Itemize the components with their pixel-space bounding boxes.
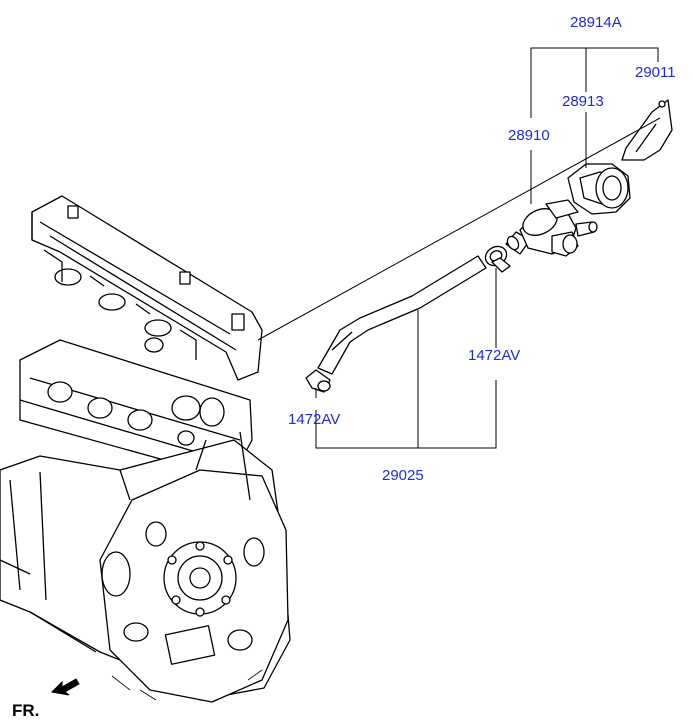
- front-label: FR.: [12, 701, 39, 720]
- part-number-29025: 29025: [382, 467, 424, 484]
- front-direction-indicator: FR.: [12, 678, 80, 720]
- hose-clamp-right: [484, 245, 511, 273]
- part-number-28914A: 28914A: [570, 14, 622, 31]
- pcv-grommet: [567, 163, 631, 215]
- hose-clamp-left: [305, 369, 331, 393]
- part-number-28910: 28910: [508, 127, 550, 144]
- mounting-bracket: [621, 99, 673, 161]
- part-number-1472AV-right: 1472AV: [468, 347, 520, 364]
- part-number-29011: 29011: [635, 64, 676, 81]
- leader-lines: [257, 47, 661, 449]
- pcv-valve: [505, 199, 598, 257]
- part-number-1472AV-left: 1472AV: [288, 411, 340, 428]
- engine-block-illustration: [0, 195, 291, 703]
- front-arrow-icon: [50, 678, 80, 696]
- pcv-hose: [317, 255, 487, 375]
- part-number-28913: 28913: [562, 93, 604, 110]
